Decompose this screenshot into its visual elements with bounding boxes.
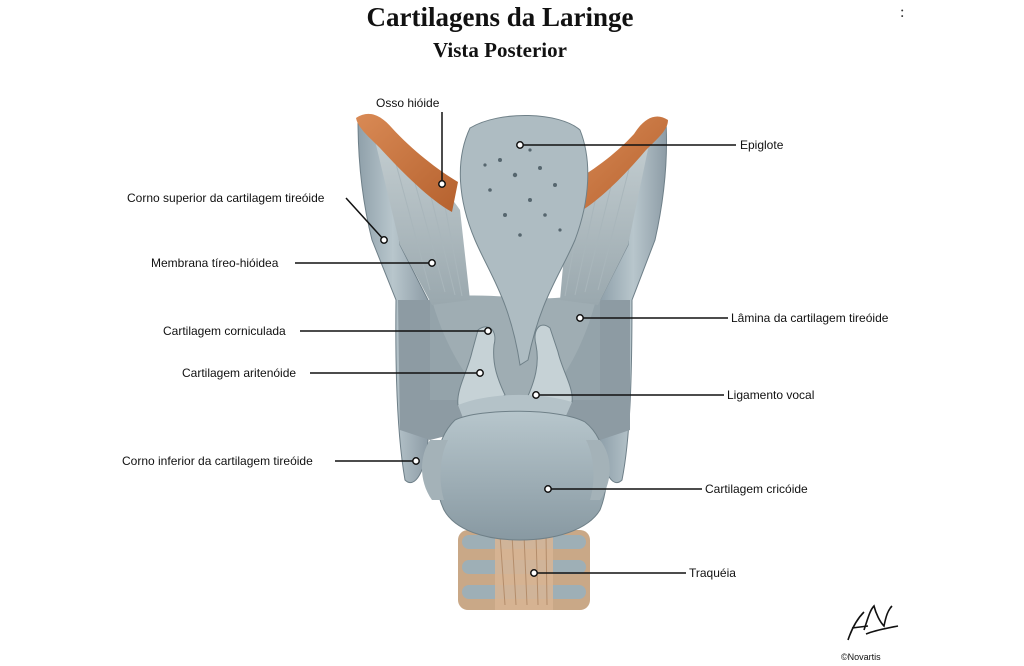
label-osso-hioide: Osso hióide [376,96,440,110]
label-traqueia: Traquéia [689,566,736,580]
label-ligamento-vocal: Ligamento vocal [727,388,815,402]
diagram-title: Cartilagens da Laringe [366,2,634,32]
epiglottis-shape [459,115,589,366]
label-cartilagem-corniculada: Cartilagem corniculada [163,324,286,338]
leader-lines [295,112,736,574]
thyrohyoid-membrane-shape [372,128,652,305]
label-cartilagem-cricoide: Cartilagem cricóide [705,482,808,496]
corner-mark: : [900,4,905,21]
label-membrana-tireo-hioidea: Membrana tíreo-hióidea [151,256,279,270]
label-corno-superior: Corno superior da cartilagem tireóide [127,191,325,205]
hyoid-bone-shape [356,113,668,214]
copyright-text: ©Novartis [841,652,881,662]
label-corno-inferior: Corno inferior da cartilagem tireóide [122,454,313,468]
label-cartilagem-aritenoide: Cartilagem aritenóide [182,366,297,380]
cricoid-cartilage-shape [422,410,610,541]
label-lamina-tireoide: Lâmina da cartilagem tireóide [731,311,889,325]
diagram-subtitle: Vista Posterior [433,38,567,62]
label-epiglote: Epiglote [740,138,784,152]
label-dots [380,141,584,577]
signature-mark [847,604,899,641]
trachea-shape [458,530,590,610]
